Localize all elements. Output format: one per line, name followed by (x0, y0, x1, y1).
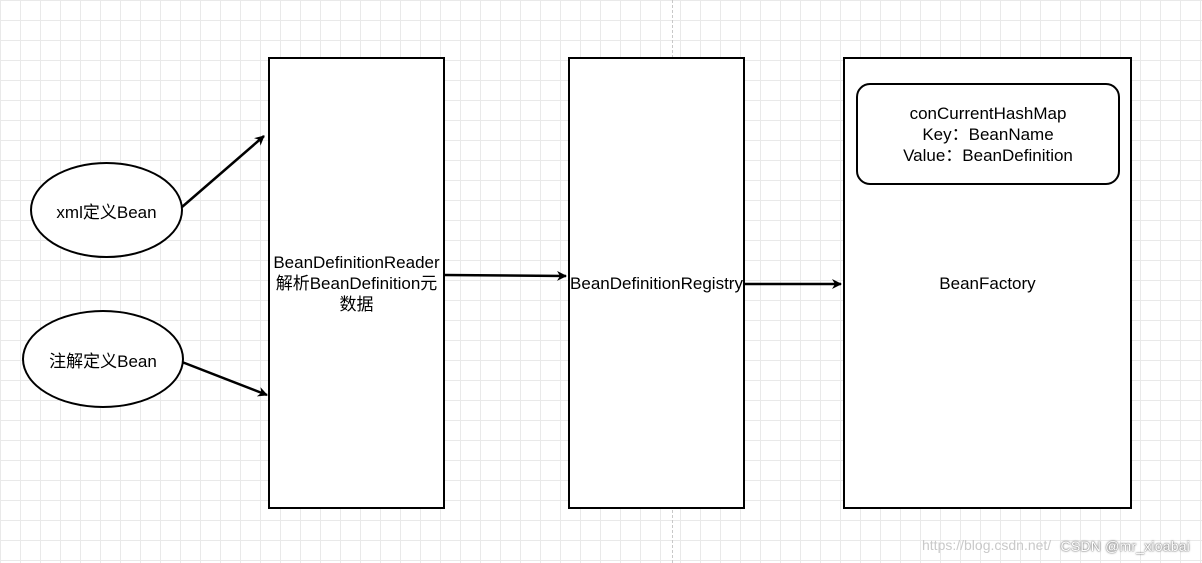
reader-desc-line2: 数据 (339, 294, 374, 314)
arrow-xml-to-reader (181, 135, 265, 208)
reader-title: BeanDefinitionReader (273, 252, 440, 272)
arrow-annotation-to-reader (181, 360, 268, 397)
map-title: conCurrentHashMap (909, 103, 1067, 123)
registry-label: BeanDefinitionRegistry (570, 273, 743, 293)
map-key: Key：BeanName (922, 124, 1054, 144)
bean-definition-registry-box: BeanDefinitionRegistry (568, 57, 745, 509)
concurrent-hashmap-box: conCurrentHashMap Key：BeanName Value：Bea… (856, 83, 1120, 185)
xml-bean-label: xml定义Bean (56, 202, 157, 222)
map-value: Value：BeanDefinition (903, 145, 1073, 165)
annotation-bean-ellipse: 注解定义Bean (22, 310, 184, 408)
factory-label: BeanFactory (939, 273, 1036, 293)
reader-text: BeanDefinitionReader 解析BeanDefinition元 数… (273, 252, 439, 315)
xml-bean-ellipse: xml定义Bean (30, 162, 183, 258)
bean-definition-reader-box: BeanDefinitionReader 解析BeanDefinition元 数… (268, 57, 445, 509)
arrow-reader-to-registry (443, 270, 567, 281)
watermark-url: https://blog.csdn.net/ (922, 537, 1052, 553)
annotation-bean-label: 注解定义Bean (49, 351, 157, 371)
reader-desc-line1: 解析BeanDefinition元 (275, 273, 438, 293)
watermark-text: CSDN @mr_xioabai (1060, 538, 1190, 554)
